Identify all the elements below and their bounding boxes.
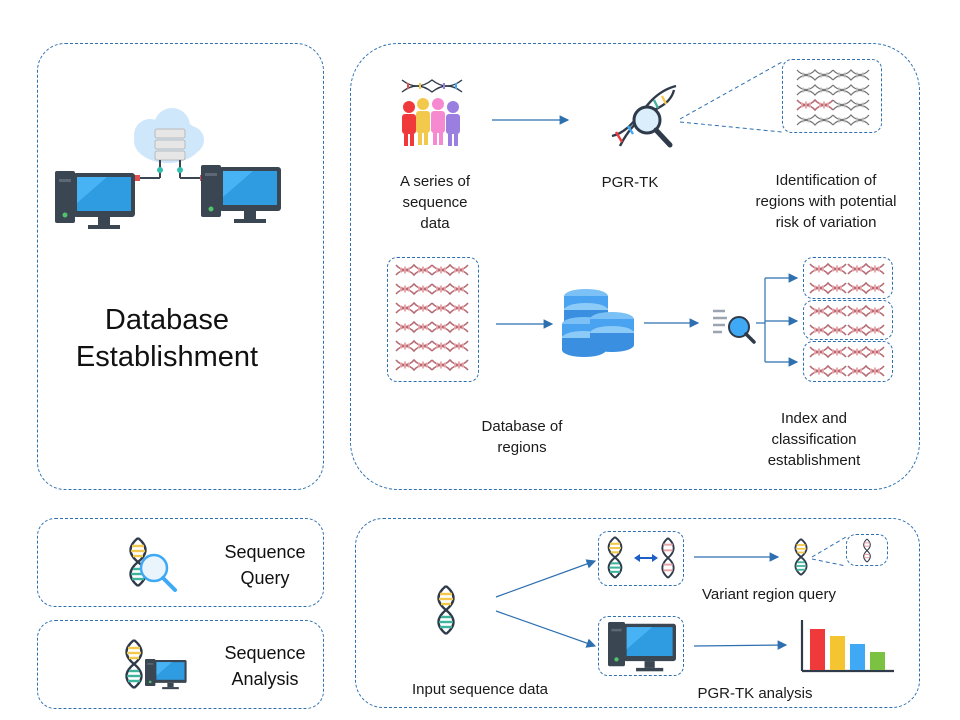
classified-dna-icon xyxy=(809,263,885,377)
analysis-bar-1 xyxy=(810,629,825,670)
sequence-query-label: Sequence Query xyxy=(224,542,306,588)
pgrtk-dna-magnifier-icon xyxy=(611,84,677,148)
classified-box-2 xyxy=(803,300,893,340)
classified-box-3 xyxy=(803,341,893,382)
input-dna-icon xyxy=(437,584,455,636)
input-sequence-label: Input sequence data xyxy=(412,681,548,698)
variant-zoom-box xyxy=(846,534,888,566)
sequence-analysis-label: Sequence Analysis xyxy=(224,643,306,689)
pgrtk-label: PGR-TK xyxy=(601,174,659,191)
sequence-query-icon xyxy=(129,536,177,592)
database-regions-label: Database of regions xyxy=(481,418,563,456)
analysis-bar-3 xyxy=(850,644,865,670)
sequence-analysis-icon xyxy=(125,638,187,690)
sequence-people-icon xyxy=(401,79,463,146)
analysis-computer-icon xyxy=(608,622,676,672)
variant-region-query-label: Variant region query xyxy=(702,586,836,603)
cloud-database-icon xyxy=(134,108,206,181)
pipeline-panel xyxy=(350,43,920,490)
compare-sequences-icon xyxy=(607,535,675,579)
establishment-panel xyxy=(37,43,324,490)
index-classification-label: Index and classification establishment xyxy=(767,410,861,469)
variant-dna-icon xyxy=(794,538,808,576)
variant-zoom-dna-icon xyxy=(863,538,871,563)
database-regions-icon xyxy=(562,289,634,357)
analysis-bar-2 xyxy=(830,636,845,670)
sequence-analysis-panel[interactable] xyxy=(37,620,324,709)
analysis-bar-4 xyxy=(870,652,885,670)
variation-zoom-box xyxy=(782,59,882,133)
computer-box xyxy=(598,616,684,676)
computer-right-icon xyxy=(201,165,281,223)
computer-left-icon xyxy=(55,171,135,229)
variation-regions-zoom-icon xyxy=(796,69,870,126)
series-label: A series of sequence data xyxy=(399,173,471,232)
sequence-query-panel[interactable] xyxy=(37,518,324,607)
database-establishment-title: Database Establishment xyxy=(75,304,259,373)
pgrtk-analysis-label: PGR-TK analysis xyxy=(697,685,813,702)
index-search-icon xyxy=(713,309,756,344)
flow-panel xyxy=(355,518,920,708)
region-source-box xyxy=(387,257,479,382)
region-dna-stack-icon xyxy=(395,264,469,371)
analysis-bar-chart-icon xyxy=(800,620,894,673)
classified-box-1 xyxy=(803,257,893,299)
compare-box xyxy=(598,531,684,586)
identification-label: Identification of regions with potential… xyxy=(755,172,897,231)
